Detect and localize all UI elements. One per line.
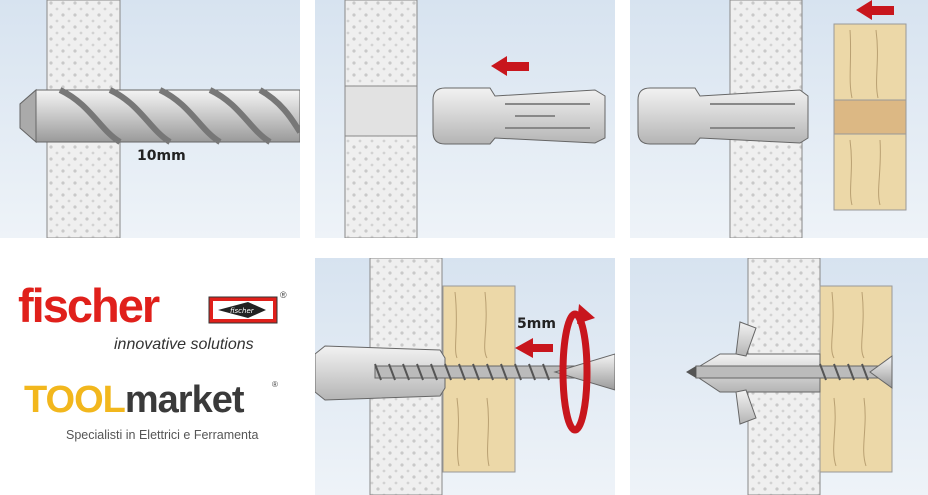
fischer-logo: fischer fischer ® innovative solutions xyxy=(18,280,288,360)
screw-diameter-label: 5mm xyxy=(517,316,556,332)
fischer-wordmark: fischer xyxy=(18,279,160,332)
registered-mark: ® xyxy=(280,290,287,300)
step-1-drill-panel: 10mm xyxy=(0,0,300,238)
wood-board-icon xyxy=(833,23,907,211)
step-5-fixed-panel xyxy=(630,258,928,495)
step-3-place-panel xyxy=(630,0,928,238)
toolmarket-wordmark: TOOLmarket xyxy=(24,378,244,422)
step-4-screw-panel: 5mm xyxy=(315,258,615,495)
direction-arrow-icon xyxy=(856,0,894,20)
step-2-insert-panel xyxy=(315,0,615,238)
drill-bit-icon xyxy=(19,87,300,145)
wall-plug-icon xyxy=(637,87,809,145)
toolmarket-wordmark-part1: TOOL xyxy=(24,379,126,421)
wall-plug-icon xyxy=(432,87,606,145)
direction-arrow-icon xyxy=(491,56,529,76)
toolmarket-tagline: Specialisti in Elettrici e Ferramenta xyxy=(66,428,259,442)
toolmarket-logo: TOOLmarket ® Specialisti in Elettrici e … xyxy=(24,378,294,458)
screw-icon xyxy=(686,355,893,389)
drill-diameter-label: 10mm xyxy=(137,148,186,164)
fischer-badge-text: fischer xyxy=(230,307,255,315)
fischer-fish-badge-icon: fischer xyxy=(208,296,278,324)
direction-arrow-icon xyxy=(515,338,553,358)
toolmarket-wordmark-part2: market xyxy=(124,379,245,421)
rotation-arrow-icon xyxy=(559,304,595,434)
fischer-tagline: innovative solutions xyxy=(114,336,254,353)
registered-mark: ® xyxy=(272,380,278,389)
